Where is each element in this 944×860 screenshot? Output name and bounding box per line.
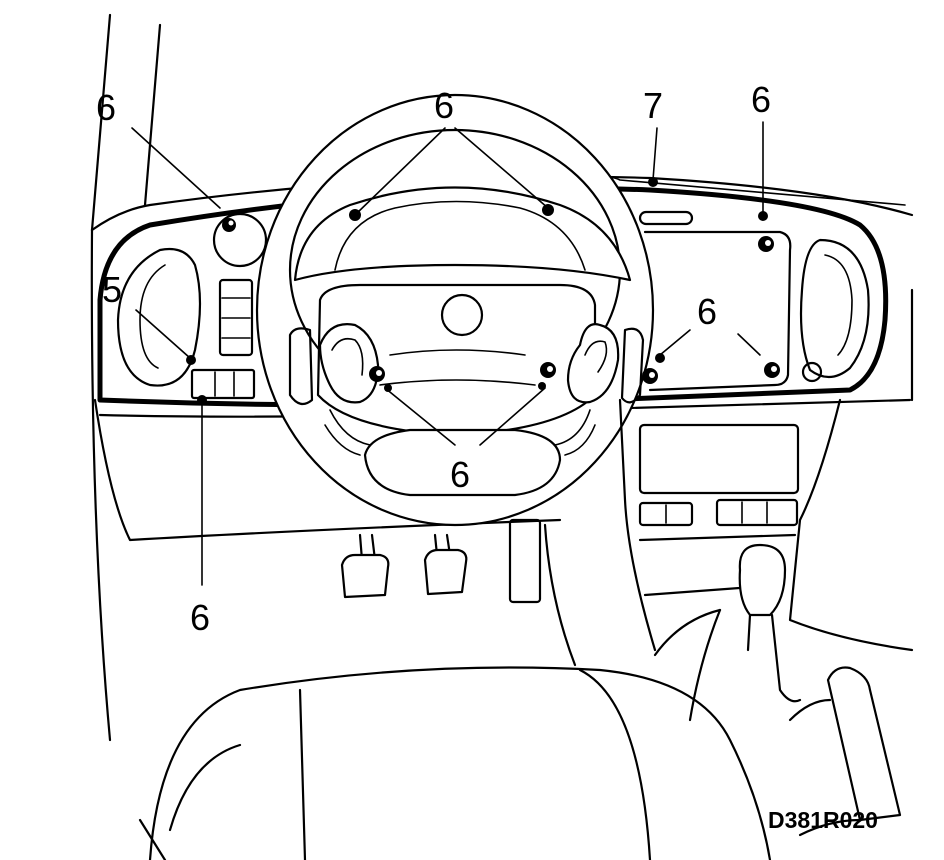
- point-wheel-top-right: [542, 204, 554, 216]
- callout-5-left-vent: 5: [102, 269, 122, 310]
- callout-6-left-knob: 6: [96, 87, 116, 128]
- steering-wheel: [255, 93, 655, 527]
- center-console: [618, 398, 914, 657]
- point-panel-screw-top: [758, 236, 774, 252]
- driver-seat: [138, 666, 772, 860]
- point-left-knob: [222, 218, 236, 232]
- point-left-vent-edge: [186, 355, 196, 365]
- callout-6-left-switch: 6: [190, 597, 210, 638]
- a-pillar: [90, 13, 162, 742]
- point-panel-screw-bottom: [764, 362, 780, 378]
- point-wheel-right-hub: [538, 362, 556, 390]
- handbrake-lever: [788, 666, 902, 837]
- right-air-vent: [799, 238, 870, 383]
- leader-lines: [131, 121, 764, 586]
- location-points: [186, 177, 780, 405]
- left-air-vent: [116, 247, 202, 387]
- light-switch-knob: [212, 212, 268, 268]
- point-left-switch: [197, 395, 207, 405]
- point-right-dash: [642, 353, 665, 384]
- callout-6-panel-top: 6: [751, 79, 771, 120]
- left-switch-stack: [190, 278, 256, 400]
- center-vent-slot: [638, 210, 694, 226]
- point-dash-top: [648, 177, 658, 187]
- callout-7-dash-top: 7: [643, 85, 663, 126]
- drawing-reference-code: D381R020: [768, 807, 878, 833]
- callout-6-right-dash: 6: [697, 291, 717, 332]
- gear-shift-knob: [688, 543, 802, 722]
- center-panel: [643, 230, 792, 392]
- callout-labels: 6 6 7 6 5 6 6 6: [96, 79, 771, 638]
- point-panel-top-right: [758, 211, 768, 221]
- callout-6-wheel-top: 6: [434, 85, 454, 126]
- pedals: [340, 518, 577, 667]
- callout-6-wheel-hub: 6: [450, 454, 470, 495]
- point-wheel-top-left: [349, 209, 361, 221]
- point-wheel-left-hub: [369, 366, 392, 392]
